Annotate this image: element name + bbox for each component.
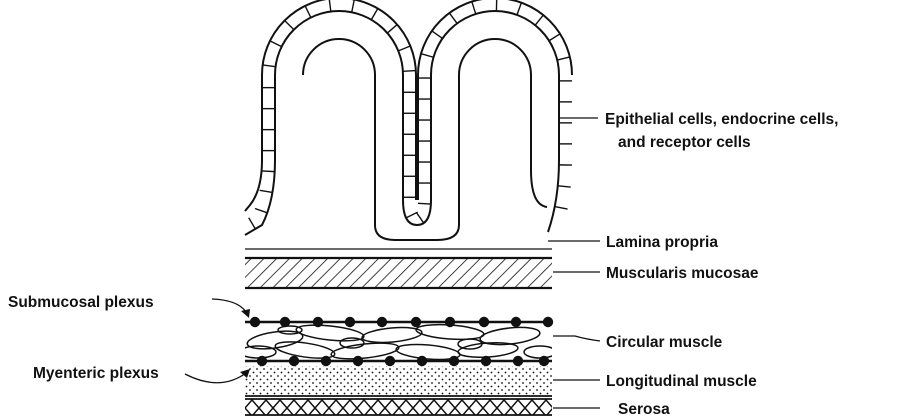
muscle-cell-blob — [524, 346, 556, 358]
cell-wall-line — [249, 218, 256, 229]
cell-wall-line — [558, 186, 571, 187]
cell-wall-line — [549, 34, 560, 41]
serosa-layer — [245, 399, 552, 415]
label-receptor-cells: and receptor cells — [618, 134, 751, 151]
label-lamina-propria: Lamina propria — [606, 234, 718, 251]
cell-wall-line — [352, 0, 355, 12]
villi-epithelium — [245, 0, 572, 240]
epithelial-cell-walls — [249, 0, 572, 229]
submucosal-plexus-node — [313, 317, 323, 327]
myenteric-plexus-node — [321, 356, 331, 366]
cell-wall-line — [535, 15, 543, 25]
submucosal-plexus-node — [511, 317, 521, 327]
myenteric-plexus-node — [513, 356, 523, 366]
cell-wall-line — [305, 6, 311, 18]
myenteric-plexus-node — [417, 356, 427, 366]
myenteric-plexus-node — [385, 356, 395, 366]
cell-wall-line — [557, 57, 570, 60]
cell-wall-line — [270, 41, 282, 47]
cell-wall-line — [418, 203, 431, 204]
muscle-cell-blob — [246, 328, 304, 352]
cell-wall-line — [263, 65, 276, 67]
cell-wall-line — [421, 54, 433, 58]
label-muscularis-mucosae: Muscularis mucosae — [606, 265, 759, 282]
label-submucosal-plexus: Submucosal plexus — [8, 294, 154, 311]
cell-wall-line — [371, 8, 378, 19]
cell-wall-line — [329, 0, 331, 12]
cell-wall-line — [387, 25, 397, 34]
myenteric-plexus-node — [353, 356, 363, 366]
muscle-cell-blob — [240, 346, 276, 358]
label-myenteric-plexus: Myenteric plexus — [33, 365, 159, 382]
cell-wall-line — [517, 3, 521, 15]
cell-wall-line — [285, 20, 294, 29]
cell-wall-line — [555, 207, 568, 209]
cell-wall-line — [398, 46, 410, 51]
muscle-cell-blobs — [240, 322, 556, 361]
submucosal-plexus-node — [411, 317, 421, 327]
cell-wall-line — [262, 171, 275, 172]
submucosal-plexus-node — [479, 317, 489, 327]
cell-wall-line — [416, 212, 423, 223]
circular-muscle-layer — [240, 317, 556, 366]
submucosal-plexus-node — [280, 317, 290, 327]
submucosal-plexus-node — [377, 317, 387, 327]
cell-wall-line — [260, 190, 273, 192]
submucosal-plexus-node — [345, 317, 355, 327]
cell-wall-line — [449, 13, 457, 23]
cell-wall-line — [403, 71, 416, 72]
label-epithelial-cells: Epithelial cells, endocrine cells, — [605, 111, 838, 128]
myenteric-plexus-node — [539, 356, 549, 366]
muscle-cell-blob — [295, 322, 364, 343]
myenteric-plexus-node — [481, 356, 491, 366]
longitudinal-muscle-layer — [245, 366, 552, 396]
myenteric-plexus-node — [257, 356, 267, 366]
muscularis-mucosae-layer — [245, 258, 552, 288]
submucosal-plexus-node — [543, 317, 553, 327]
muscle-cell-blob — [278, 326, 302, 334]
muscle-cell-blob — [362, 325, 423, 344]
submucosal-plexus-node — [250, 317, 260, 327]
label-longitudinal-muscle: Longitudinal muscle — [606, 373, 757, 390]
cell-wall-line — [432, 31, 443, 38]
myenteric-plexus-node — [449, 356, 459, 366]
cell-wall-line — [255, 208, 267, 212]
label-serosa: Serosa — [618, 401, 670, 418]
submucosal-plexus-node — [445, 317, 455, 327]
label-circular-muscle: Circular muscle — [606, 334, 723, 351]
myenteric-plexus-node — [289, 356, 299, 366]
cell-wall-line — [472, 2, 476, 14]
